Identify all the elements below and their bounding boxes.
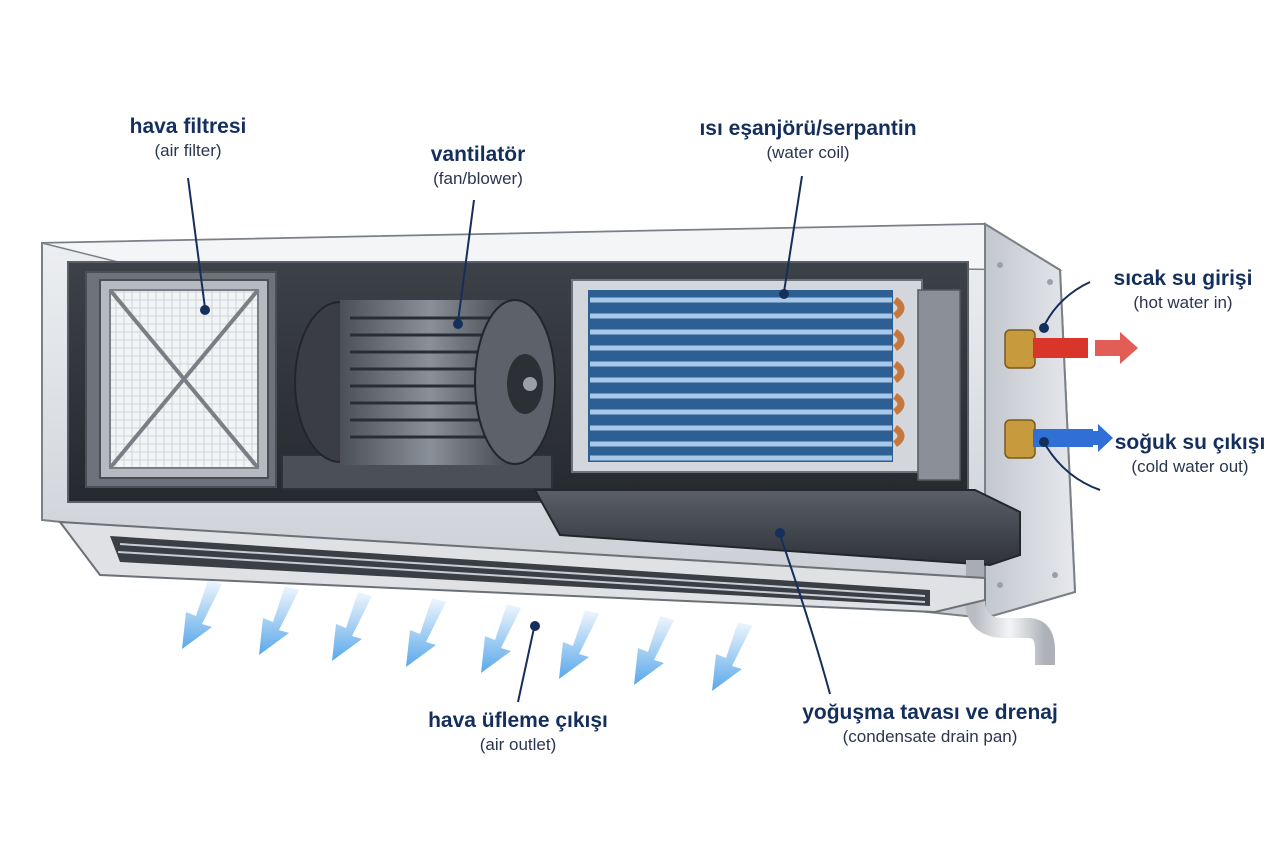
leader-fan: [457, 199, 475, 323]
label-air-filter-en: (air filter): [154, 141, 222, 161]
label-air-outlet: hava üfleme çıkışı (air outlet): [398, 708, 638, 756]
airflow-arrows: [182, 580, 752, 691]
label-air-filter-tr: hava filtresi: [129, 115, 247, 138]
label-drain-pan-en: (condensate drain pan): [842, 727, 1018, 747]
leader-air-filter: [187, 177, 206, 309]
label-fan-tr: vantilatör: [430, 143, 526, 166]
water-coil: [571, 279, 961, 481]
leader-dots: [200, 289, 1049, 631]
coil-fins: [590, 297, 892, 461]
label-fan: vantilatör (fan/blower): [378, 142, 578, 190]
leader-lines: [187, 175, 1101, 703]
leader-drain-pan: [779, 534, 831, 695]
label-air-filter: hava filtresi (air filter): [88, 114, 288, 162]
label-air-outlet-tr: hava üfleme çıkışı: [428, 709, 608, 732]
leader-air-outlet: [517, 627, 535, 703]
label-air-outlet-en: (air outlet): [479, 735, 557, 755]
label-hot-water-in-en: (hot water in): [1133, 293, 1233, 313]
label-cold-water-out-en: (cold water out): [1131, 457, 1249, 477]
leader-cold-out: [1045, 445, 1101, 491]
hot-water-arrow: [1095, 332, 1138, 364]
leader-hot-in: [1044, 281, 1091, 325]
outlet-grille: [57, 520, 986, 614]
label-coil-tr: ısı eşanjörü/serpantin: [699, 117, 917, 140]
label-cold-water-out: soğuk su çıkışı (cold water out): [1105, 430, 1275, 478]
label-coil-en: (water coil): [766, 143, 850, 163]
cold-water-arrow: [1085, 424, 1113, 452]
fan-blower: [281, 299, 556, 490]
hot-water-fitting: [1004, 329, 1088, 369]
air-filter: [85, 271, 277, 488]
label-drain-pan: yoğuşma tavası ve drenaj (condensate dra…: [760, 700, 1100, 748]
label-cold-water-out-tr: soğuk su çıkışı: [1114, 431, 1266, 454]
label-hot-water-in: sıcak su girişi (hot water in): [1098, 266, 1268, 314]
label-coil: ısı eşanjörü/serpantin (water coil): [648, 116, 968, 164]
label-hot-water-in-tr: sıcak su girişi: [1113, 267, 1253, 290]
side-panel-screws: [997, 262, 1058, 588]
label-drain-pan-tr: yoğuşma tavası ve drenaj: [802, 701, 1058, 724]
label-fan-en: (fan/blower): [433, 169, 523, 189]
leader-coil: [783, 175, 803, 293]
